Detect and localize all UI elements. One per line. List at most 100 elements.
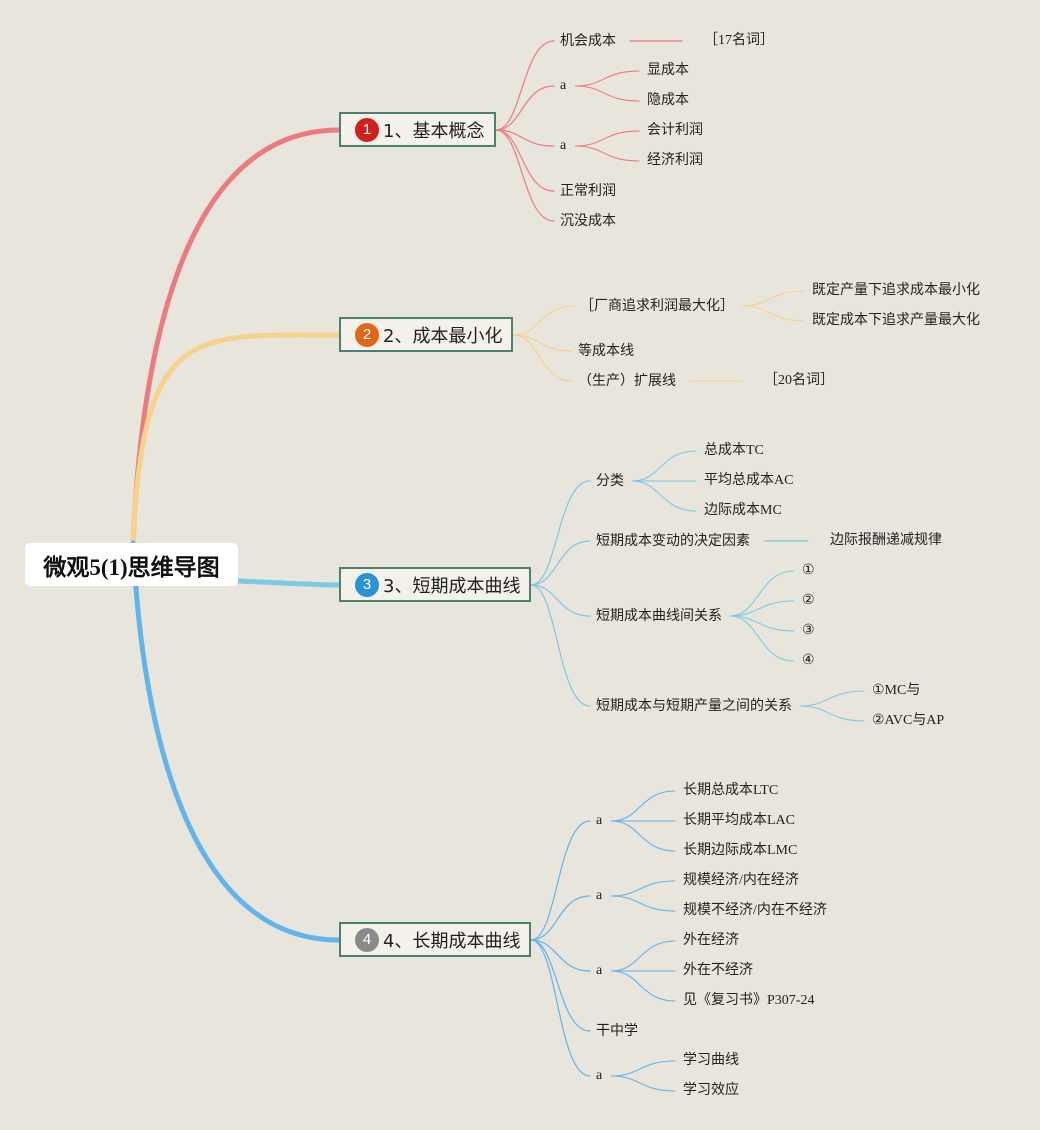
leaf-connector bbox=[610, 1075, 676, 1092]
subtopic-connector bbox=[530, 939, 591, 1077]
leaf-4-2-1[interactable]: 规模经济/内在经济 bbox=[683, 873, 799, 888]
leaf-3-3-1[interactable]: ① bbox=[802, 563, 815, 578]
leaf-4-1-1[interactable]: 长期总成本LTC bbox=[683, 783, 779, 798]
leaf-connector bbox=[610, 790, 676, 822]
branch-1-label: 1、基本概念 bbox=[383, 120, 485, 142]
leaf-3-3-2[interactable]: ② bbox=[802, 593, 815, 608]
priority-1-icon: 1 bbox=[355, 117, 379, 142]
subtopic-2-3[interactable]: （生产）扩展线 bbox=[578, 373, 676, 389]
leaf-3-3-4[interactable]: ④ bbox=[802, 653, 815, 668]
leaf-connector bbox=[729, 615, 795, 632]
leaf-4-3-2[interactable]: 外在不经济 bbox=[683, 963, 753, 978]
subtopic-connector bbox=[495, 129, 555, 147]
leaf-2-1-2[interactable]: 既定成本下追求产量最大化 bbox=[812, 313, 980, 328]
subtopic-connector bbox=[530, 895, 591, 941]
leaf-connector bbox=[610, 940, 676, 972]
leaf-1-2-2[interactable]: 隐成本 bbox=[647, 93, 689, 108]
leaf-3-1-3[interactable]: 边际成本MC bbox=[704, 503, 782, 518]
subtopic-connector bbox=[495, 85, 555, 131]
priority-3-icon: 3 bbox=[355, 572, 379, 597]
leaf-connector bbox=[610, 880, 676, 897]
subtopic-4-5[interactable]: a bbox=[596, 1068, 603, 1083]
subtopic-connector bbox=[530, 939, 591, 972]
branch-3-label: 3、短期成本曲线 bbox=[383, 575, 521, 597]
subtopic-connector bbox=[512, 305, 575, 336]
leaf-connector bbox=[799, 690, 865, 707]
leaf-1-3-2[interactable]: 经济利润 bbox=[647, 153, 703, 168]
subtopic-connector bbox=[495, 129, 555, 222]
subtopic-connector bbox=[512, 334, 573, 352]
leaf-1-2-1[interactable]: 显成本 bbox=[647, 63, 689, 78]
leaf-4-3-3[interactable]: 见《复习书》P307-24 bbox=[683, 993, 815, 1008]
leaf-connector bbox=[574, 85, 640, 102]
leaf-4-5-1[interactable]: 学习曲线 bbox=[683, 1053, 739, 1068]
branch-2-label: 2、成本最小化 bbox=[383, 325, 503, 347]
leaf-connector bbox=[741, 290, 805, 307]
leaf-connector bbox=[729, 600, 795, 617]
leaf-connector bbox=[610, 895, 676, 912]
root-topic[interactable]: 微观5(1)思维导图 bbox=[25, 543, 238, 586]
leaf-connector bbox=[631, 450, 697, 482]
subtopic-connector bbox=[530, 584, 591, 707]
leaf-3-1-2[interactable]: 平均总成本AC bbox=[704, 473, 794, 488]
subtopic-connector bbox=[530, 939, 591, 1032]
leaf-connector bbox=[574, 130, 640, 147]
subtopic-connector bbox=[530, 820, 591, 941]
leaf-connector bbox=[631, 480, 697, 512]
leaf-connector bbox=[729, 570, 795, 617]
subtopic-2-1[interactable]: ［厂商追求利润最大化］ bbox=[580, 298, 734, 314]
subtopic-3-1[interactable]: 分类 bbox=[596, 473, 624, 489]
subtopic-4-4[interactable]: 干中学 bbox=[596, 1023, 638, 1039]
subtopic-connector bbox=[512, 334, 573, 382]
subtopic-1-2[interactable]: a bbox=[560, 78, 567, 93]
subtopic-1-1[interactable]: 机会成本 bbox=[560, 33, 616, 49]
subtopic-connector bbox=[530, 584, 591, 617]
leaf-connector bbox=[610, 1060, 676, 1077]
leaf-4-1-3[interactable]: 长期边际成本LMC bbox=[683, 843, 798, 858]
leaf-connector bbox=[799, 705, 865, 722]
leaf-connector bbox=[610, 970, 676, 1002]
leaf-connector bbox=[574, 70, 640, 87]
subtopic-4-3[interactable]: a bbox=[596, 963, 603, 978]
branch-4-label: 4、长期成本曲线 bbox=[383, 930, 521, 952]
subtopic-3-3[interactable]: 短期成本曲线间关系 bbox=[596, 608, 722, 624]
subtopic-connector bbox=[495, 40, 555, 131]
leaf-4-5-2[interactable]: 学习效应 bbox=[683, 1083, 739, 1098]
priority-4-icon: 4 bbox=[355, 927, 379, 952]
leaf-1-3-1[interactable]: 会计利润 bbox=[647, 123, 703, 138]
subtopic-connector bbox=[530, 480, 591, 586]
subtopic-3-4[interactable]: 短期成本与短期产量之间的关系 bbox=[596, 698, 792, 714]
subtopic-3-2[interactable]: 短期成本变动的决定因素 bbox=[596, 533, 750, 549]
subtopic-1-3[interactable]: a bbox=[560, 138, 567, 153]
branch-2-connector bbox=[130, 332, 342, 546]
subtopic-connector bbox=[495, 129, 555, 192]
branch-3-connector bbox=[235, 578, 342, 588]
leaf-3-4-1[interactable]: ①MC与 bbox=[872, 683, 921, 698]
subtopic-note[interactable]: 边际报酬递减规律 bbox=[830, 533, 942, 548]
subtopic-2-2[interactable]: 等成本线 bbox=[578, 343, 634, 359]
leaf-3-1-1[interactable]: 总成本TC bbox=[704, 443, 764, 458]
leaf-4-1-2[interactable]: 长期平均成本LAC bbox=[683, 813, 795, 828]
subtopic-1-4[interactable]: 正常利润 bbox=[560, 183, 616, 199]
subtopic-4-1[interactable]: a bbox=[596, 813, 603, 828]
leaf-3-4-2[interactable]: ②AVC与AP bbox=[872, 713, 945, 728]
branch-4-connector bbox=[130, 540, 342, 943]
subtopic-4-2[interactable]: a bbox=[596, 888, 603, 903]
leaf-connector bbox=[729, 615, 795, 662]
leaf-3-3-3[interactable]: ③ bbox=[802, 623, 815, 638]
leaf-connector bbox=[610, 820, 676, 852]
subtopic-note[interactable]: ［17名词］ bbox=[704, 33, 774, 48]
subtopic-1-5[interactable]: 沉没成本 bbox=[560, 213, 616, 229]
subtopic-note[interactable]: ［20名词］ bbox=[764, 373, 834, 388]
leaf-connector bbox=[741, 305, 805, 322]
leaf-2-1-1[interactable]: 既定产量下追求成本最小化 bbox=[812, 283, 980, 298]
priority-2-icon: 2 bbox=[355, 322, 379, 347]
subtopic-connector bbox=[530, 540, 591, 586]
leaf-4-3-1[interactable]: 外在经济 bbox=[683, 933, 739, 948]
leaf-4-2-2[interactable]: 规模不经济/内在不经济 bbox=[683, 903, 827, 918]
